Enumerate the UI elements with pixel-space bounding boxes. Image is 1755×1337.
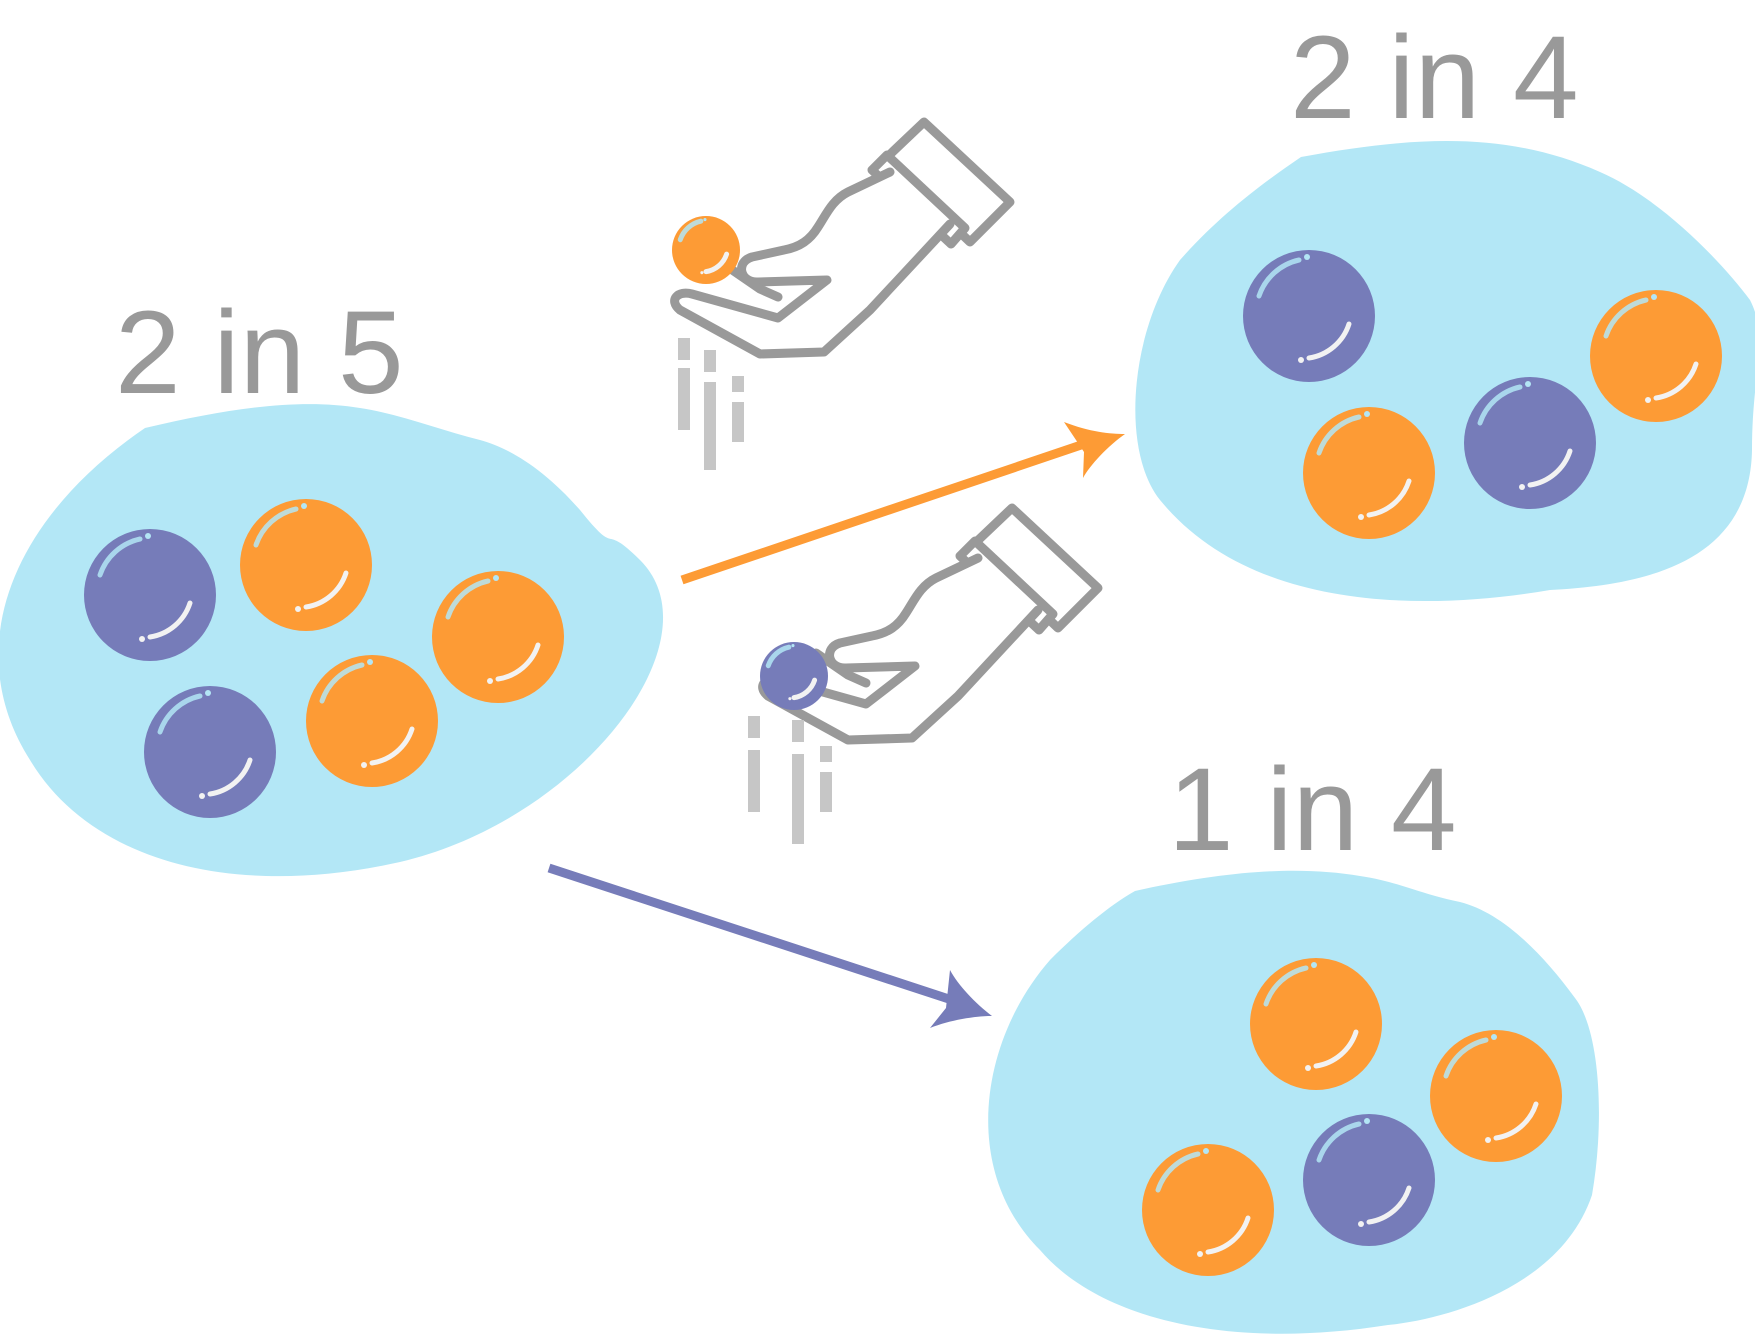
arrow-purple-draw <box>547 863 992 1028</box>
motion-line <box>748 750 760 812</box>
pool-after-orange-label: 2 in 4 <box>1290 12 1579 144</box>
ball-orange <box>1590 290 1722 422</box>
motion-line <box>792 754 804 844</box>
ball-purple <box>1243 250 1375 382</box>
motion-line <box>732 402 744 442</box>
arrow-orange-head <box>1064 422 1125 478</box>
motion-line <box>678 338 690 360</box>
ball-orange <box>1303 407 1435 539</box>
motion-line <box>732 376 744 392</box>
ball-orange <box>1250 958 1382 1090</box>
motion-lines <box>748 716 832 844</box>
hand-drawing-orange <box>670 117 1015 470</box>
ball-purple <box>144 686 276 818</box>
ball-orange <box>432 571 564 703</box>
ball-purple <box>760 642 828 710</box>
ball-purple <box>1464 377 1596 509</box>
hand-icon <box>670 117 1015 359</box>
arrow-orange-shaft <box>680 437 1092 585</box>
motion-line <box>820 772 832 812</box>
motion-line <box>678 368 690 430</box>
arrow-orange-draw <box>680 422 1125 585</box>
ball-orange <box>1430 1030 1562 1162</box>
motion-line <box>792 720 804 742</box>
ball-orange <box>1142 1144 1274 1276</box>
ball-orange <box>240 499 372 631</box>
pool-after-purple-label: 1 in 4 <box>1168 744 1457 876</box>
pool-start-label: 2 in 5 <box>115 287 404 419</box>
ball-purple <box>84 529 216 661</box>
ball-purple <box>1303 1114 1435 1246</box>
motion-line <box>704 350 716 372</box>
arrow-purple-shaft <box>547 863 960 1007</box>
motion-line <box>748 716 760 738</box>
hand-drawing-purple <box>748 503 1103 844</box>
drawn-orange-ball <box>672 216 740 284</box>
arrow-purple-head <box>930 970 992 1028</box>
drawn-purple-ball <box>760 642 828 710</box>
ball-orange <box>306 655 438 787</box>
motion-line <box>704 382 716 470</box>
ball-orange <box>672 216 740 284</box>
balls-layer <box>84 250 1722 1276</box>
hand-icon <box>758 503 1103 745</box>
pool-after-purple-blob <box>988 870 1599 1334</box>
motion-lines <box>678 338 744 470</box>
motion-line <box>820 746 832 762</box>
